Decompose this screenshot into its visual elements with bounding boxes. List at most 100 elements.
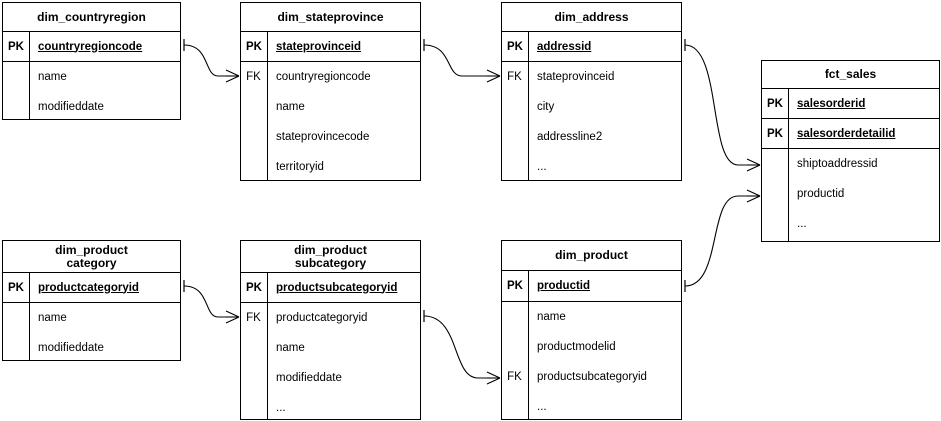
attribute-row: name <box>276 101 305 113</box>
attribute-column: name modifieddate <box>30 303 180 360</box>
attribute-row: name <box>276 342 305 354</box>
key-field: salesorderid <box>789 89 939 118</box>
attribute-column: shiptoaddressid productid ... <box>789 149 939 241</box>
attribute-tag-column: FK <box>502 62 529 180</box>
relationship-countryregion-stateprovince <box>183 39 240 83</box>
crowsfoot-marker <box>225 310 240 324</box>
crowsfoot-marker <box>486 69 501 83</box>
attribute-column: productcategoryid name modifieddate ... <box>268 303 420 419</box>
key-field: stateprovinceid <box>268 32 420 61</box>
attribute-row: ... <box>537 161 547 173</box>
key-tag: PK <box>762 119 789 148</box>
entity-key-row[interactable]: PK salesorderid <box>762 89 939 119</box>
key-tag: PK <box>3 32 30 61</box>
entity-dim-productsubcategory[interactable]: dim_product subcategory PK productsubcat… <box>240 240 421 420</box>
key-tag: PK <box>502 32 529 61</box>
entity-attributes: FK countryregioncode name stateprovincec… <box>241 62 420 180</box>
attribute-row: territoryid <box>276 161 324 173</box>
attribute-column: name productmodelid productsubcategoryid… <box>529 302 681 419</box>
attribute-row: countryregioncode <box>276 71 371 83</box>
key-name: productsubcategoryid <box>276 281 398 294</box>
relationship-stateprovince-address <box>423 39 501 83</box>
entity-attributes: shiptoaddressid productid ... <box>762 149 939 241</box>
attribute-row: productcategoryid <box>276 312 368 324</box>
key-field: productsubcategoryid <box>268 273 420 302</box>
entity-title: dim_address <box>502 3 681 32</box>
relationship-productsubcategory-product <box>423 310 501 385</box>
attribute-fk-tag: FK <box>507 71 522 83</box>
entity-key-row[interactable]: PK salesorderdetailid <box>762 119 939 149</box>
key-name: productcategoryid <box>38 281 139 294</box>
entity-attributes: FK productcategoryid name modifieddate .… <box>241 303 420 419</box>
relationship-product-fctsales <box>684 189 761 292</box>
attribute-row: modifieddate <box>38 342 104 354</box>
attribute-fk-tag: FK <box>246 71 261 83</box>
key-name: stateprovinceid <box>276 40 361 53</box>
attribute-row: name <box>537 311 566 323</box>
key-name: addressid <box>537 40 592 53</box>
attribute-row: name <box>38 71 67 83</box>
key-name: salesorderdetailid <box>797 127 896 140</box>
attribute-tag-column: FK <box>241 303 268 419</box>
entity-dim-product[interactable]: dim_product PK productid FK name product… <box>501 240 682 420</box>
attribute-tag-column: FK <box>241 62 268 180</box>
attribute-row: productsubcategoryid <box>537 371 647 383</box>
attribute-tag-column <box>3 303 30 360</box>
entity-dim-stateprovince[interactable]: dim_stateprovince PK stateprovinceid FK … <box>240 2 421 181</box>
key-tag: PK <box>241 273 268 302</box>
key-tag: PK <box>241 32 268 61</box>
crowsfoot-marker <box>746 158 761 172</box>
entity-attributes: name modifieddate <box>3 62 180 119</box>
entity-title: dim_stateprovince <box>241 3 420 32</box>
entity-key-row[interactable]: PK stateprovinceid <box>241 32 420 62</box>
entity-dim-address[interactable]: dim_address PK addressid FK stateprovinc… <box>501 2 682 181</box>
entity-fct-sales[interactable]: fct_sales PK salesorderid PK salesorderd… <box>761 60 940 242</box>
attribute-row: shiptoaddressid <box>797 158 878 170</box>
attribute-row: stateprovincecode <box>276 131 370 143</box>
attribute-row: ... <box>276 402 286 414</box>
entity-title: dim_product subcategory <box>241 241 420 273</box>
entity-key-row[interactable]: PK productid <box>502 271 681 302</box>
entity-title: dim_countryregion <box>3 3 180 32</box>
entity-attributes: name modifieddate <box>3 303 180 360</box>
attribute-row: modifieddate <box>276 372 342 384</box>
entity-key-row[interactable]: PK productsubcategoryid <box>241 273 420 303</box>
attribute-column: name modifieddate <box>30 62 180 119</box>
attribute-row: ... <box>797 218 807 230</box>
relationship-productcategory-productsubcategory <box>183 280 240 324</box>
key-name: countryregioncode <box>38 40 143 53</box>
attribute-column: stateprovinceid city addressline2 ... <box>529 62 681 180</box>
relationship-address-fctsales <box>684 39 761 172</box>
attribute-tag-column <box>762 149 789 241</box>
key-tag: PK <box>762 89 789 118</box>
attribute-fk-tag: FK <box>246 312 261 324</box>
attribute-row: stateprovinceid <box>537 71 615 83</box>
entity-dim-productcategory[interactable]: dim_product category PK productcategoryi… <box>2 240 181 361</box>
attribute-row: productid <box>797 188 845 200</box>
entity-dim-countryregion[interactable]: dim_countryregion PK countryregioncode n… <box>2 2 181 120</box>
attribute-tag-column: FK <box>502 302 529 419</box>
key-tag: PK <box>502 271 529 301</box>
key-name: productid <box>537 280 591 292</box>
entity-title: dim_product <box>502 241 681 271</box>
key-name: salesorderid <box>797 97 866 110</box>
entity-attributes: FK name productmodelid productsubcategor… <box>502 302 681 419</box>
entity-key-row[interactable]: PK countryregioncode <box>3 32 180 62</box>
crowsfoot-marker <box>225 69 240 83</box>
attribute-row: addressline2 <box>537 131 603 143</box>
entity-attributes: FK stateprovinceid city addressline2 ... <box>502 62 681 180</box>
entity-key-row[interactable]: PK productcategoryid <box>3 273 180 303</box>
attribute-fk-tag: FK <box>507 371 522 383</box>
key-field: productcategoryid <box>30 273 180 302</box>
attribute-column: countryregioncode name stateprovincecode… <box>268 62 420 180</box>
entity-title: fct_sales <box>762 61 939 89</box>
attribute-row: name <box>38 312 67 324</box>
entity-title: dim_product category <box>3 241 180 273</box>
entity-key-row[interactable]: PK addressid <box>502 32 681 62</box>
key-field: countryregioncode <box>30 32 180 61</box>
crowsfoot-marker <box>486 371 501 385</box>
attribute-tag-column <box>3 62 30 119</box>
key-field: salesorderdetailid <box>789 119 939 148</box>
key-field: addressid <box>529 32 681 61</box>
